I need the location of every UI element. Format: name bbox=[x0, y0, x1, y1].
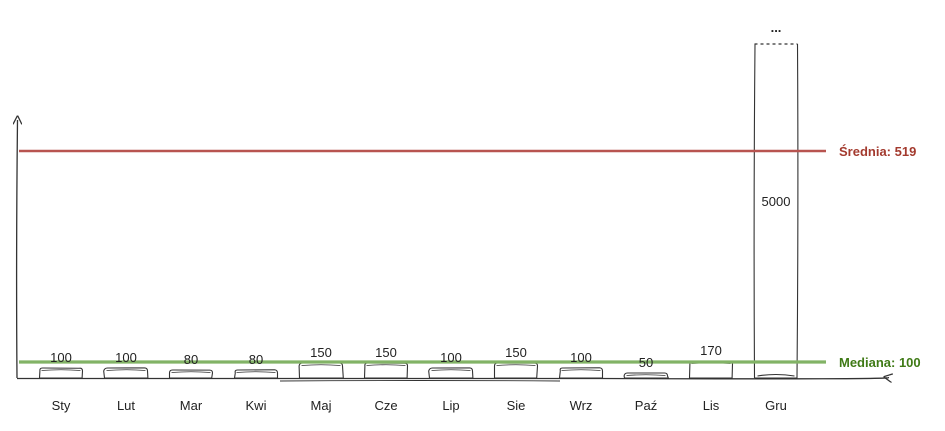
y-axis bbox=[17, 120, 18, 379]
tick-label-lis: Lis bbox=[703, 398, 720, 413]
value-label: 150 bbox=[310, 345, 332, 360]
reference-lines-layer bbox=[19, 149, 826, 364]
value-label: 150 bbox=[375, 345, 397, 360]
value-label: 80 bbox=[249, 352, 263, 367]
value-label: 100 bbox=[50, 350, 72, 365]
bar-sketch-stroke bbox=[496, 364, 536, 366]
axes-layer bbox=[17, 120, 889, 381]
value-label: 150 bbox=[505, 345, 527, 360]
tick-label-maj: Maj bbox=[311, 398, 332, 413]
value-label: 170 bbox=[700, 343, 722, 358]
bar-sketch-stroke bbox=[301, 364, 341, 366]
value-label: 100 bbox=[570, 350, 592, 365]
value-label: 50 bbox=[639, 355, 653, 370]
tick-label-lip: Lip bbox=[442, 398, 459, 413]
value-label: 5000 bbox=[762, 194, 791, 209]
axis-underline-sketch bbox=[279, 380, 561, 382]
median-label: Mediana: 100 bbox=[839, 355, 921, 370]
bars-layer bbox=[38, 43, 799, 379]
tick-label-kwi: Kwi bbox=[246, 398, 267, 413]
tick-label-cze: Cze bbox=[374, 398, 397, 413]
bar-sketch-stroke bbox=[236, 371, 276, 373]
tick-label-wrz: Wrz bbox=[570, 398, 593, 413]
tick-label-sie: Sie bbox=[507, 398, 526, 413]
tick-label-gru: Gru bbox=[765, 398, 787, 413]
tick-label-sty: Sty bbox=[52, 398, 71, 413]
bar-lip bbox=[428, 367, 474, 379]
bar-sketch-stroke bbox=[171, 371, 211, 373]
bar-sty bbox=[38, 367, 84, 379]
x-axis bbox=[16, 378, 888, 379]
bar-sketch-stroke bbox=[626, 374, 666, 376]
tick-label-lut: Lut bbox=[117, 398, 135, 413]
tick-label-paź: Paź bbox=[635, 398, 657, 413]
mean-label: Średnia: 519 bbox=[839, 144, 916, 159]
bar-gru bbox=[753, 43, 799, 379]
bar-wrz bbox=[558, 367, 604, 379]
bar-paź bbox=[623, 372, 670, 379]
value-label: 100 bbox=[440, 350, 462, 365]
bar-sketch-stroke bbox=[561, 369, 601, 371]
bar-sketch-stroke bbox=[41, 369, 81, 371]
bar-kwi bbox=[233, 369, 279, 379]
tick-label-mar: Mar bbox=[180, 398, 203, 413]
bar-sketch-stroke bbox=[757, 373, 795, 377]
value-label: 80 bbox=[184, 352, 198, 367]
bar-lut bbox=[103, 367, 149, 379]
bar-sketch-stroke bbox=[366, 364, 406, 366]
value-label: 100 bbox=[115, 350, 137, 365]
truncation-marker: ... bbox=[771, 20, 782, 35]
bar-mar bbox=[168, 369, 214, 379]
bar-sketch-stroke bbox=[431, 369, 471, 371]
bar-sketch-stroke bbox=[106, 369, 146, 371]
